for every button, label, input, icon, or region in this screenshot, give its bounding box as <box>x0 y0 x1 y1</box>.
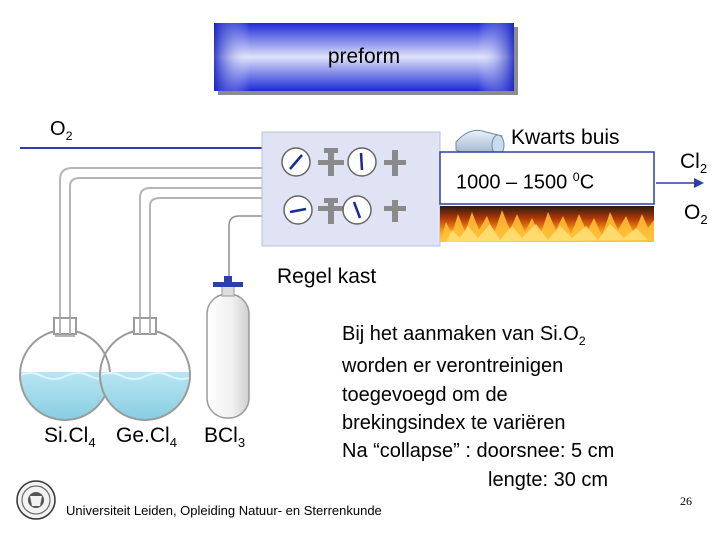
o2-inlet-label: O2 <box>50 118 73 143</box>
temperature-box <box>439 151 655 205</box>
valve-icon <box>318 198 344 224</box>
control-box-label: Regel kast <box>277 265 377 288</box>
description-line: Bij het aanmaken van Si.O2 <box>342 323 586 348</box>
footer-institution: Universiteit Leiden, Opleiding Natuur- e… <box>66 503 382 518</box>
description-line: lengte: 30 cm <box>488 469 609 491</box>
gauge-icon <box>281 147 311 177</box>
description-line: brekingsindex te variëren <box>342 412 566 434</box>
valve-icon <box>384 150 406 176</box>
valve-icon <box>318 148 344 176</box>
description-line: toegevoegd om de <box>342 384 508 406</box>
gauge-icon <box>342 195 372 225</box>
gas-cylinder-bcl3 <box>206 276 250 419</box>
flask-label-gecl4: Ge.Cl4 <box>116 424 177 451</box>
preform-box <box>214 23 518 95</box>
flask-gecl4 <box>99 317 191 421</box>
quartz-tube-icon <box>455 129 505 156</box>
description-line: worden er verontreinigen <box>342 355 564 377</box>
bcl3-pipe <box>228 215 262 280</box>
page-number: 26 <box>680 494 692 508</box>
preform-label: preform <box>327 45 401 68</box>
furnace-flames <box>440 206 654 242</box>
gauge-icon <box>283 195 313 225</box>
description-line: Na “collapse” : doorsnee: 5 cm <box>342 440 615 462</box>
cl2-output-label: Cl2 <box>680 150 708 177</box>
quartz-tube-label: Kwarts buis <box>511 126 620 149</box>
o2-output-label: O2 <box>684 201 708 228</box>
outlet-arrow-icon <box>656 178 704 188</box>
control-box <box>261 131 441 247</box>
gauge-icon <box>347 147 377 177</box>
cylinder-label-bcl3: BCl3 <box>204 424 246 451</box>
flask-piping <box>59 167 262 335</box>
temperature-label: 1000 – 1500 0C <box>456 170 595 194</box>
valve-icon <box>384 200 406 222</box>
university-seal-icon <box>16 480 56 520</box>
flask-label-sicl4: Si.Cl4 <box>44 424 96 451</box>
